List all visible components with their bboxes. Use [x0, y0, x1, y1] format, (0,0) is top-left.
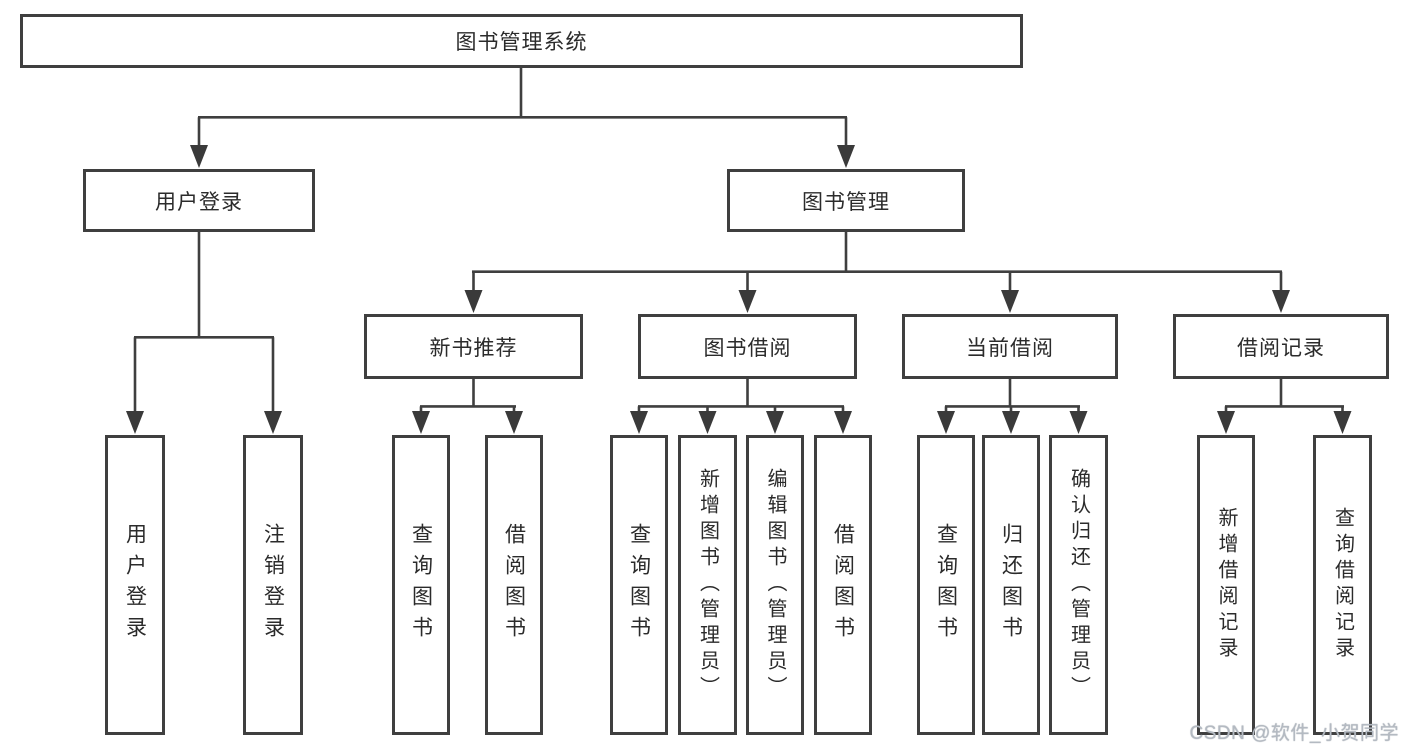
node-book-borrow: 图书借阅	[638, 314, 857, 379]
leaf-query-books-borrow: 查询图书	[610, 435, 668, 735]
leaf-borrow-books-recommend: 借阅图书	[485, 435, 543, 735]
leaf-query-books-recommend: 查询图书	[392, 435, 450, 735]
node-user-login: 用户登录	[83, 169, 315, 232]
watermark: CSDN @软件_小贺同学	[1189, 723, 1399, 744]
leaf-query-books-current: 查询图书	[917, 435, 975, 735]
node-current-borrow: 当前借阅	[902, 314, 1118, 379]
leaf-logout: 注销登录	[243, 435, 303, 735]
leaf-add-borrow-record: 新增借阅记录	[1197, 435, 1255, 735]
leaf-query-borrow-record: 查询借阅记录	[1313, 435, 1372, 735]
node-borrow-records: 借阅记录	[1173, 314, 1389, 379]
leaf-confirm-return-admin: 确认归还（管理员）	[1049, 435, 1108, 735]
arrowheads	[126, 145, 1352, 434]
leaf-user-login: 用户登录	[105, 435, 165, 735]
node-book-management: 图书管理	[727, 169, 965, 232]
leaf-edit-book-admin: 编辑图书（管理员）	[746, 435, 804, 735]
leaf-borrow-books: 借阅图书	[814, 435, 872, 735]
leaf-add-book-admin: 新增图书（管理员）	[678, 435, 737, 735]
leaf-return-book: 归还图书	[982, 435, 1040, 735]
node-new-book-recommend: 新书推荐	[364, 314, 583, 379]
node-library-management-system: 图书管理系统	[20, 14, 1023, 68]
